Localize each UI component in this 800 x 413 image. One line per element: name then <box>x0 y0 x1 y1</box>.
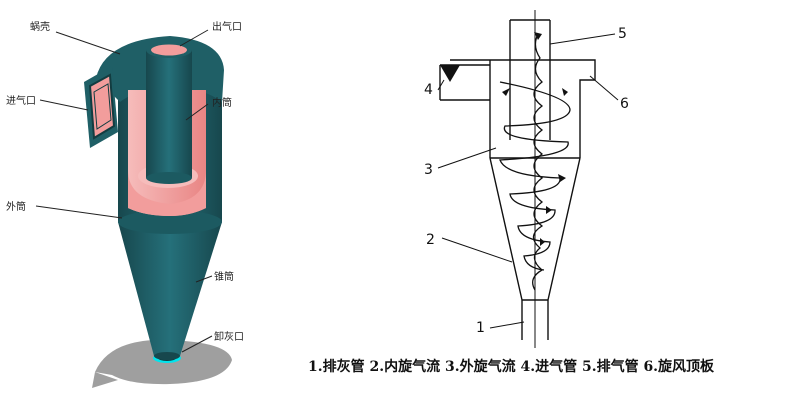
schematic-label-3: 3 <box>424 162 433 178</box>
cyclone-schematic: 1 2 3 4 5 6 1.排灰管 2.内旋气流 3.外旋气流 4.进气管 5.… <box>300 0 800 409</box>
top-plate-right <box>450 59 596 158</box>
cone-shape <box>118 222 222 356</box>
floor-shadow-tail <box>92 372 118 388</box>
inner-cylinder-shape <box>146 50 192 178</box>
label-outer-cylinder: 外筒 <box>6 200 26 213</box>
label-inner-cylinder: 内筒 <box>212 96 232 109</box>
legend-caption: 1.排灰管 2.内旋气流 3.外旋气流 4.进气管 5.排气管 6.旋风顶板 <box>308 359 715 375</box>
schematic-body <box>439 10 596 348</box>
schematic-label-5: 5 <box>618 26 627 42</box>
exhaust-pipe <box>509 19 551 140</box>
label-cone: 锥筒 <box>214 270 234 283</box>
schematic-label-6: 6 <box>620 96 629 112</box>
label-volute: 蜗壳 <box>30 20 50 33</box>
cyclone-schematic-svg: 1 2 3 4 5 6 <box>424 10 629 348</box>
cyclone-3d-svg: 蜗壳 出气口 进气口 内筒 外筒 锥筒 卸灰口 <box>6 20 244 388</box>
cone-walls <box>489 157 581 301</box>
inlet-arrow-block <box>440 65 460 82</box>
label-inlet: 进气口 <box>6 94 36 107</box>
flow-arrows <box>502 32 568 246</box>
schematic-leaders <box>437 33 619 329</box>
label-outlet: 出气口 <box>212 20 242 33</box>
label-dust-outlet: 卸灰口 <box>214 330 244 343</box>
cyclone-3d-render: 蜗壳 出气口 进气口 内筒 外筒 锥筒 卸灰口 <box>0 0 300 409</box>
schematic-label-2: 2 <box>426 232 435 248</box>
left-leader-lines <box>35 29 213 353</box>
inner-vortex <box>532 33 544 291</box>
schematic-label-1: 1 <box>476 320 485 336</box>
schematic-label-4: 4 <box>424 82 433 98</box>
